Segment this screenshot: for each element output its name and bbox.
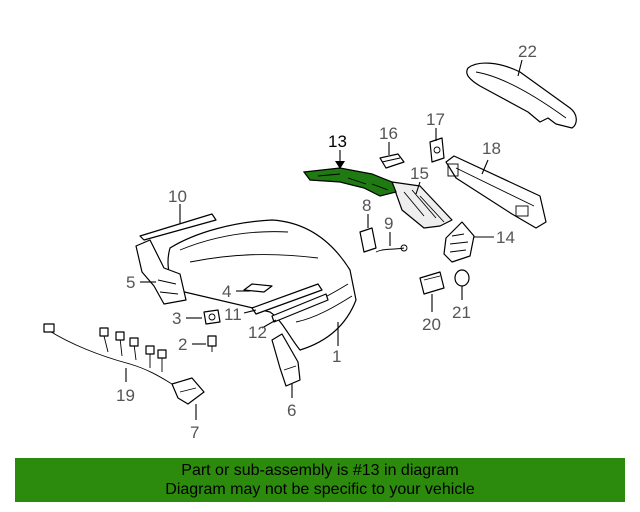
callout-14: 14 [496,228,515,247]
callout-11: 11 [224,305,242,324]
part-13-body [302,167,397,197]
part-6-lower-bracket[interactable] [271,333,301,387]
callout-15: 15 [410,164,429,183]
part-17-clip[interactable] [429,137,445,163]
callout-5: 5 [126,273,135,292]
part-14-lamp[interactable] [443,221,475,263]
callout-18: 18 [482,139,501,158]
callout-1: 1 [332,347,341,366]
part-8-sensor[interactable] [359,227,377,253]
part-5-side-bracket[interactable] [135,239,187,305]
callout-10: 10 [168,187,187,206]
part-7-mount[interactable] [171,377,205,405]
callout-4: 4 [222,282,231,301]
part-3-clip[interactable] [203,309,221,325]
callout-7: 7 [190,423,199,442]
callout-6: 6 [287,401,296,420]
part-11-absorber[interactable] [251,283,323,315]
callout-8: 8 [362,196,371,215]
part-22-spoiler[interactable] [466,62,577,129]
callout-3: 3 [172,309,181,328]
part-4-clip[interactable] [243,283,273,293]
part-9-wire[interactable] [375,244,408,253]
part-18-lightbar[interactable] [445,155,547,229]
callout-9: 9 [384,214,393,233]
part-19-wiring-harness[interactable] [43,323,173,385]
part-16-bracket[interactable] [379,153,405,169]
part-10-trim[interactable] [139,213,217,241]
callout-20: 20 [422,315,441,334]
callout-16: 16 [379,124,398,143]
part-13-bracket-highlighted[interactable] [302,167,397,197]
part-21-cap[interactable] [454,269,470,287]
parts-diagram: 22 16 17 18 15 13 8 [43,42,577,442]
part-12-strip[interactable] [271,293,329,323]
callout-2: 2 [178,335,187,354]
callout-21: 21 [452,303,471,322]
part-2-screw[interactable] [207,335,217,352]
callout-19: 19 [116,386,135,405]
banner-line-1: Part or sub-assembly is #13 in diagram [181,462,459,479]
banner-line-2: Diagram may not be specific to your vehi… [165,481,475,498]
callout-22: 22 [518,42,537,61]
part-20-socket[interactable] [419,271,445,295]
callout-13: 13 [328,132,347,151]
part-15-panel[interactable] [391,181,453,229]
callout-17: 17 [426,110,445,129]
info-banner: Part or sub-assembly is #13 in diagram D… [15,458,625,502]
callout-12: 12 [248,323,267,342]
